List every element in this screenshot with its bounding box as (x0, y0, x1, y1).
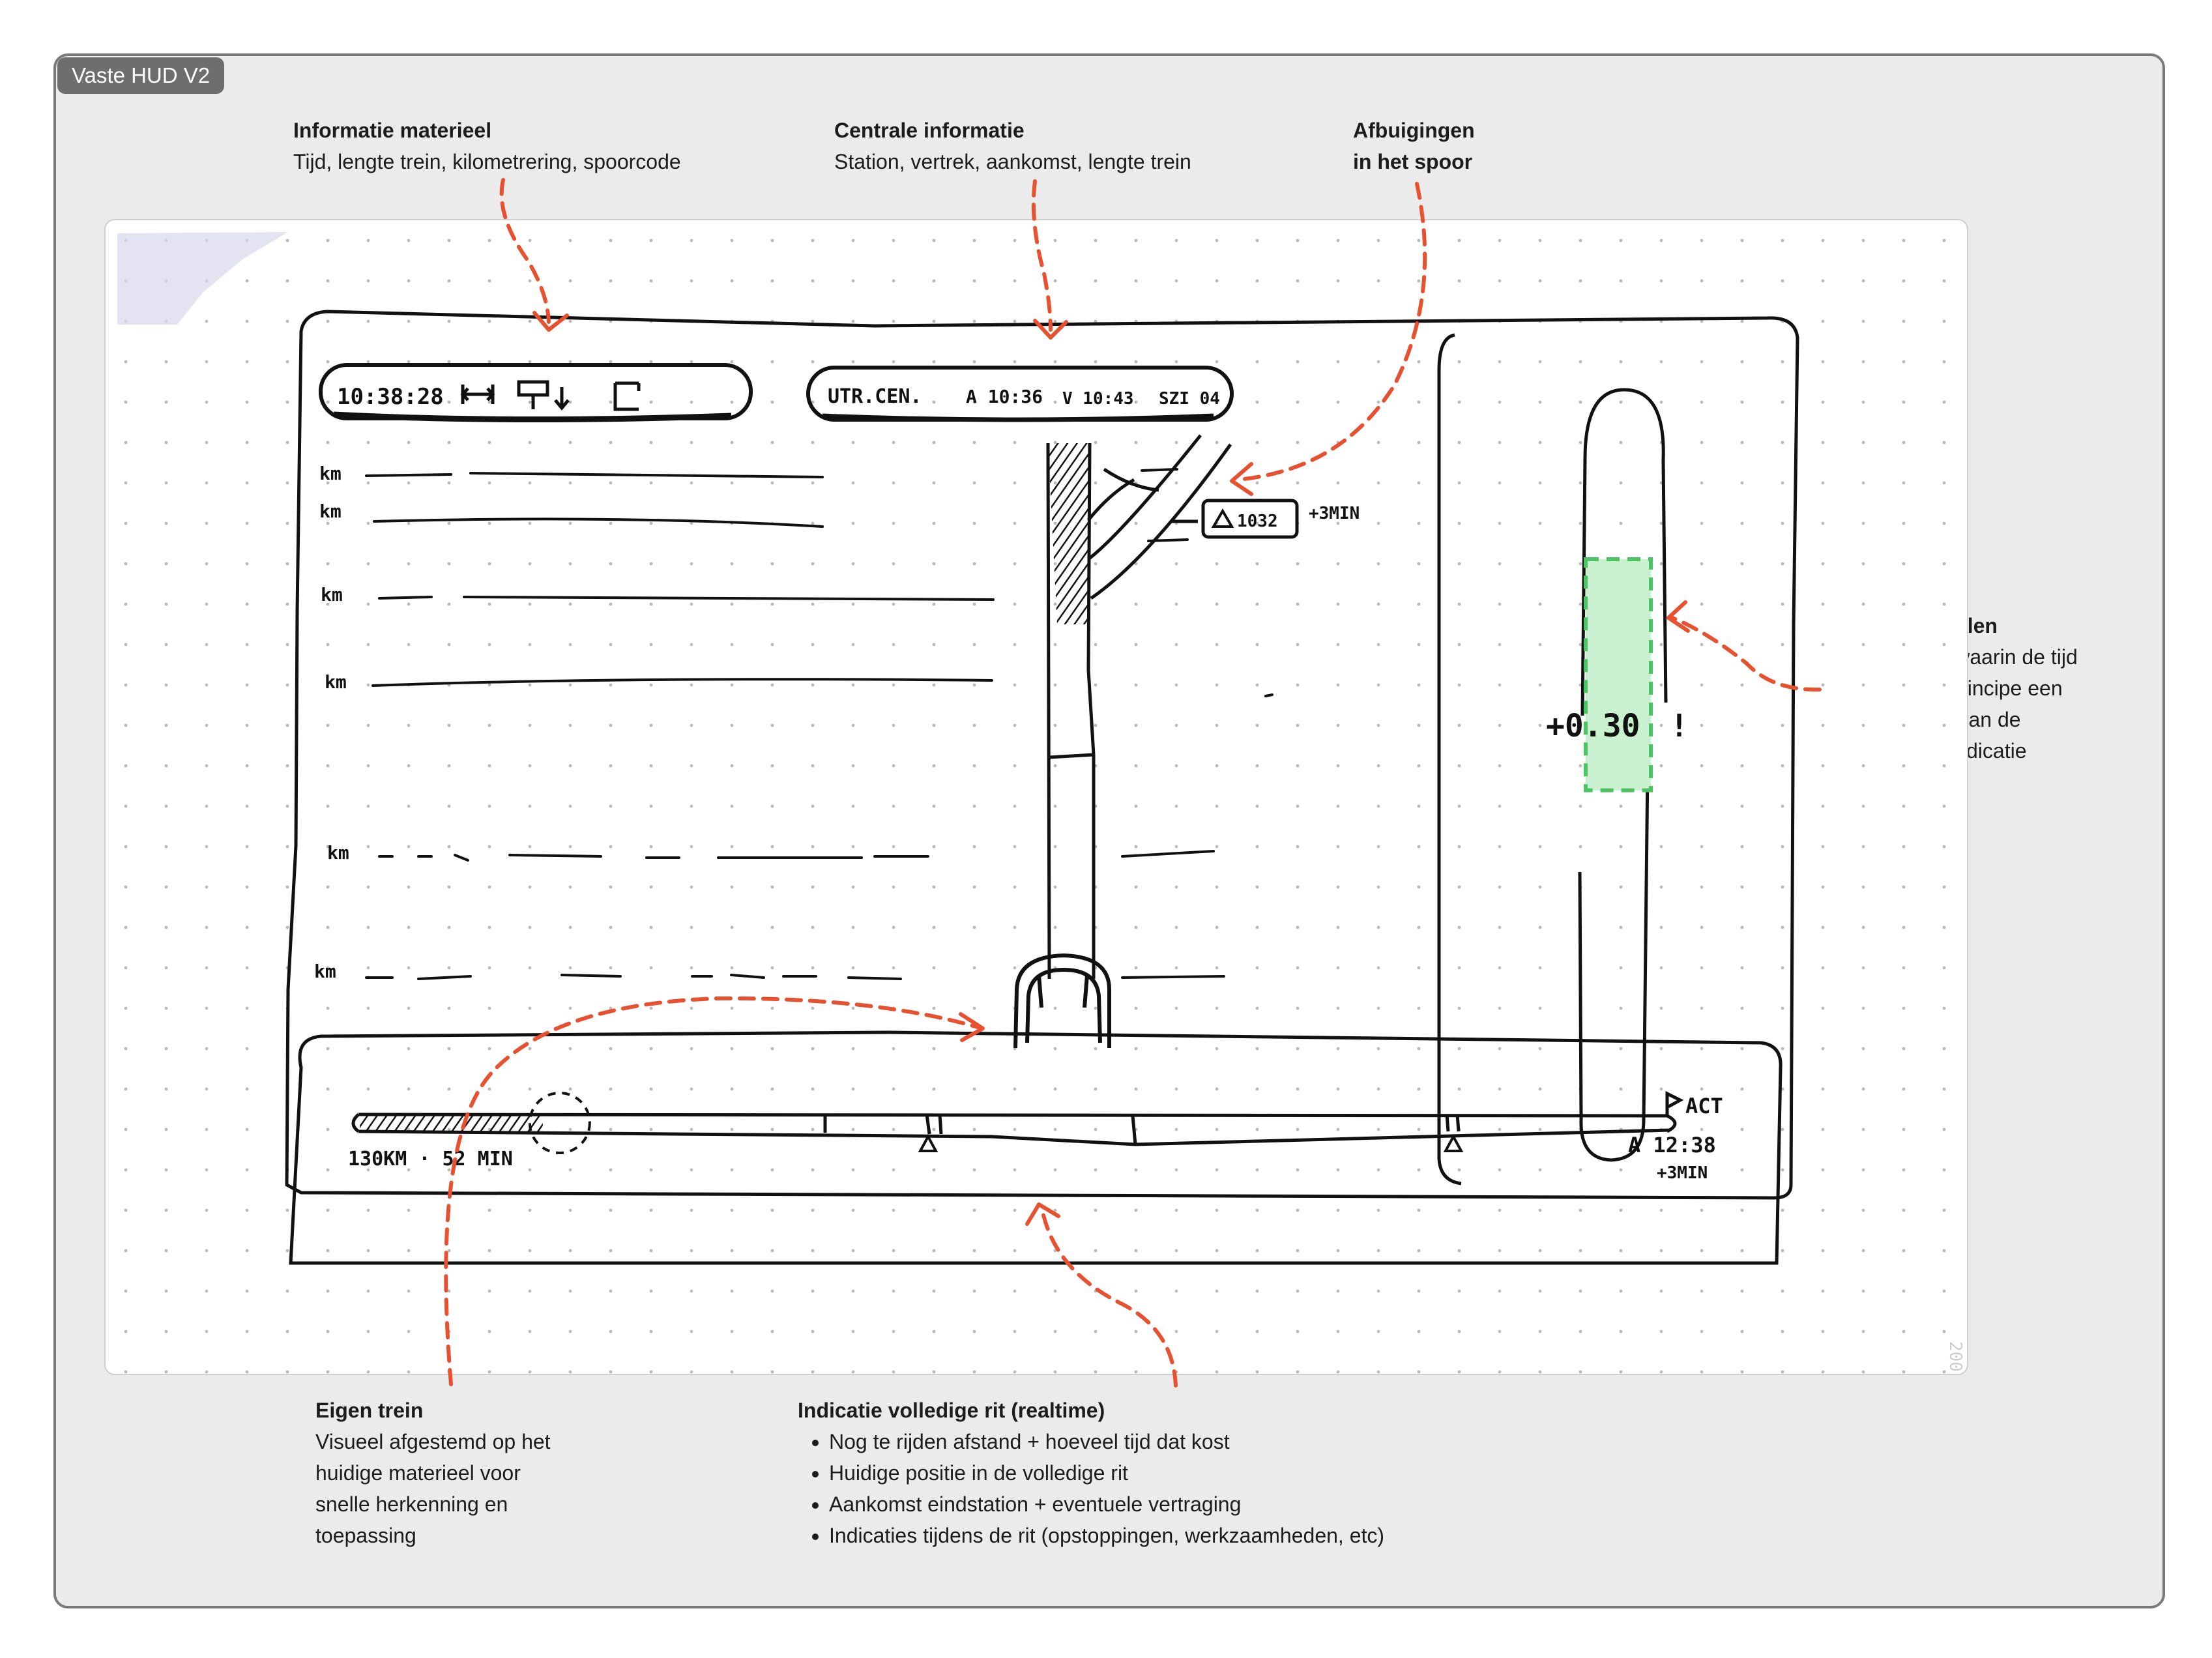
annotation-title: Eigen trein (315, 1399, 424, 1422)
signal-code: 1032 (1237, 512, 1278, 531)
annotation-bullet: Indicaties tijdens de rit (opstoppingen,… (829, 1520, 1384, 1551)
sketch-image: 10:38:28 UTR.CEN. A 10:36 V 10:43 SZI 04… (104, 219, 1968, 1375)
signal-delay: +3MIN (1309, 504, 1360, 523)
own-train-icon (1013, 953, 1111, 1049)
signal-down-icon (517, 380, 570, 411)
annotation-rit: Indicatie volledige rit (realtime) Nog t… (798, 1395, 1384, 1551)
annotation-line: huidige materieel voor (315, 1461, 521, 1485)
paper-shadow (117, 232, 288, 325)
annotation-bullet: Aankomst eindstation + eventuele vertrag… (829, 1489, 1384, 1520)
km-label: km (319, 463, 342, 484)
screen-outline (285, 310, 1799, 1200)
annotation-title: Indicatie volledige rit (realtime) (798, 1399, 1105, 1422)
rollout-highlight (1584, 557, 1653, 793)
sketch-station: UTR.CEN. (828, 385, 922, 408)
progress-delay: +3MIN (1657, 1163, 1708, 1183)
km-label: km (319, 501, 342, 522)
warning-triangle-icon (1211, 508, 1234, 528)
annotation-line: snelle herkenning en (315, 1492, 508, 1516)
track-view (1046, 434, 1299, 980)
km-label: km (314, 961, 336, 982)
annotation-bullets: Nog te rijden afstand + hoeveel tijd dat… (798, 1426, 1384, 1551)
annotation-title: Centrale informatie (834, 119, 1025, 142)
annotation-line: toepassing (315, 1524, 416, 1547)
km-label: km (321, 584, 343, 605)
central-pill: UTR.CEN. A 10:36 V 10:43 SZI 04 (806, 366, 1234, 422)
km-label: km (327, 842, 349, 864)
annotation-line: Visueel afgestemd op het (315, 1430, 551, 1453)
progress-end-code: ACT (1685, 1094, 1723, 1118)
materieel-pill: 10:38:28 (319, 363, 753, 423)
annotation-materieel: Informatie materieel Tijd, lengte trein,… (293, 115, 681, 177)
sketch-departure: V 10:43 (1062, 389, 1134, 409)
annotation-title: Informatie materieel (293, 119, 492, 142)
annotation-text: Tijd, lengte trein, kilometrering, spoor… (293, 150, 681, 173)
annotation-title-line2: in het spoor (1353, 150, 1473, 173)
page-mark: 200 (1945, 1341, 1965, 1372)
sketch-arrival: A 10:36 (966, 386, 1043, 407)
annotation-afbuigingen: Afbuigingen in het spoor (1353, 115, 1475, 177)
rollout-mark: ! (1670, 708, 1689, 744)
rollout-value: +0.30 (1546, 708, 1640, 744)
annotation-bullet: Nog te rijden afstand + hoeveel tijd dat… (829, 1426, 1384, 1457)
progress-arrival: A 12:38 (1628, 1133, 1716, 1157)
annotation-text: Station, vertrek, aankomst, lengte trein (834, 150, 1191, 173)
progress-done (360, 1116, 543, 1131)
annotation-centraal: Centrale informatie Station, vertrek, aa… (834, 115, 1191, 177)
signal-marker: 1032 +3MIN (1211, 504, 1360, 531)
annotation-eigen-trein: Eigen trein Visueel afgestemd op het hui… (315, 1395, 551, 1551)
frame-label[interactable]: Vaste HUD V2 (57, 57, 225, 94)
annotation-title-line1: Afbuigingen (1353, 119, 1475, 142)
progress-remaining: 130KM · 52 MIN (348, 1148, 513, 1171)
hud-sketch: 10:38:28 UTR.CEN. A 10:36 V 10:43 SZI 04… (106, 220, 1967, 1374)
train-length-icon (460, 385, 495, 404)
sketch-track: SZI 04 (1159, 389, 1220, 409)
track-code-icon (613, 381, 641, 411)
sketch-time: 10:38:28 (337, 384, 444, 410)
km-label: km (325, 671, 347, 693)
annotation-bullet: Huidige positie in de volledige rit (829, 1457, 1384, 1489)
